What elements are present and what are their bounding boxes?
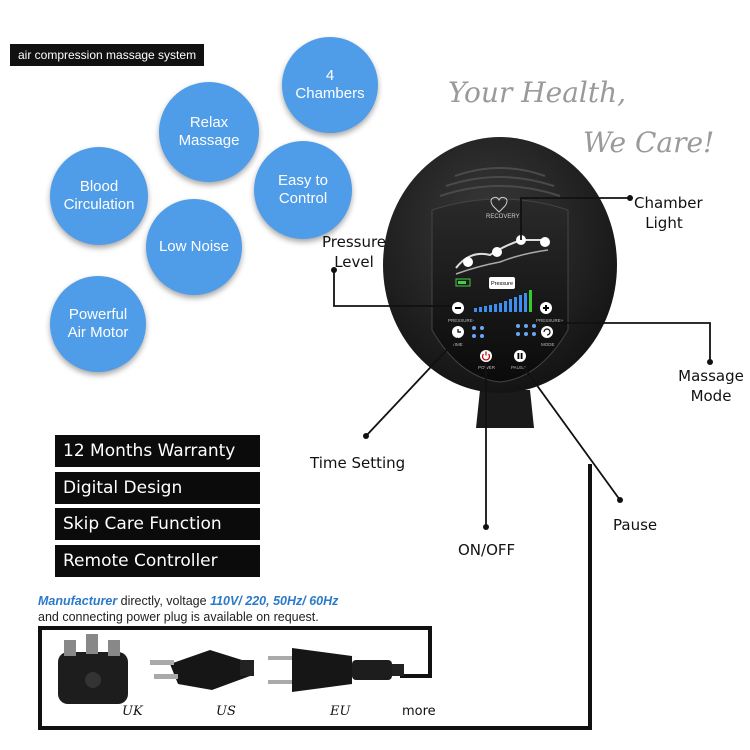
device-ridges [439, 167, 561, 197]
brand-label: RECOVERY [486, 214, 520, 220]
svg-text:TIME: TIME [452, 342, 463, 347]
feature-remote-controller: Remote Controller [55, 545, 260, 577]
feature-digital-design: Digital Design [55, 472, 260, 504]
eu-plug-icon [268, 648, 404, 692]
bubble-powerful-air-motor: Powerful Air Motor [50, 276, 146, 372]
battery-icon [455, 278, 471, 287]
power-cord [38, 464, 592, 730]
tagline-line1: Your Health, [448, 76, 627, 109]
pressure-display [489, 277, 515, 289]
manufacturer-note: Manufacturer directly, voltage 110V/ 220… [38, 594, 339, 624]
bubble-relax-massage: Relax Massage [159, 82, 259, 182]
feature-skip-care: Skip Care Function [55, 508, 260, 540]
callout-pause: Pause [613, 516, 658, 534]
svg-text:PAUSE: PAUSE [511, 365, 526, 370]
tagline-line2: We Care! [583, 126, 715, 159]
pressure-display-label: Pressure [491, 281, 513, 287]
feature-warranty: 12 Months Warranty [55, 435, 260, 467]
control-panel [431, 198, 569, 383]
plug-label-uk: UK [122, 704, 143, 719]
us-plug-icon [150, 650, 254, 690]
bubble-four-chambers: 4 Chambers [282, 37, 378, 133]
svg-text:PRESSURE+: PRESSURE+ [536, 318, 564, 323]
callout-on-off: ON/OFF [458, 541, 516, 559]
clock-icon [457, 329, 461, 333]
header-tag: air compression massage system [10, 44, 205, 66]
uk-plug-icon [58, 634, 128, 704]
chamber-light-2 [492, 247, 502, 257]
pause-button[interactable] [514, 350, 526, 362]
bubble-easy-control: Easy to Control [254, 141, 352, 239]
mode-indicator-dots [516, 324, 536, 336]
bubble-blood-circulation: Blood Circulation [50, 147, 148, 245]
svg-text:PRESSURE-: PRESSURE- [448, 318, 475, 323]
callout-lines [333, 197, 711, 527]
mode-button[interactable] [541, 326, 553, 338]
plug-label-more: more [402, 704, 436, 719]
svg-text:MODE: MODE [541, 342, 555, 347]
callout-pressure-level: Pressure Level [321, 233, 387, 271]
pressure-bar-graph [474, 293, 527, 312]
callout-time-setting: Time Setting [310, 454, 406, 472]
power-icon [481, 353, 491, 361]
callout-massage-mode: Massage Mode [678, 367, 744, 405]
pause-icon [517, 353, 520, 359]
plug-label-eu: EU [330, 704, 351, 719]
brand-heart-icon [490, 196, 508, 213]
time-indicator-dots [472, 326, 484, 338]
mode-icon [543, 328, 551, 336]
chamber-light-4 [540, 237, 550, 247]
chamber-light-1 [463, 257, 473, 267]
device-knob [476, 390, 534, 428]
plug-label-us: US [216, 704, 236, 719]
callout-chamber-light: Chamber Light [634, 194, 703, 232]
bubble-low-noise: Low Noise [146, 199, 242, 295]
